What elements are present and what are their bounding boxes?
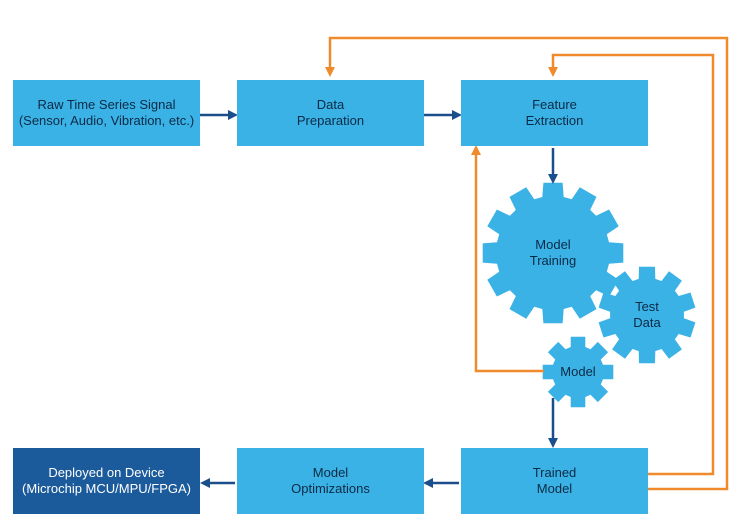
gear-test-data (598, 266, 696, 364)
raw-signal-title: Raw Time Series Signal (37, 97, 176, 112)
trained-model-line2: Model (536, 481, 573, 496)
model-optimizations-line1: Model (312, 465, 349, 480)
feature-extraction-line1: Feature (532, 97, 577, 112)
test-data-label: Test Data (633, 299, 661, 330)
gear-model (542, 336, 614, 408)
deployed-on-device-box: Deployed on Device (Microchip MCU/MPU/FP… (13, 448, 200, 514)
deployed-subtitle: (Microchip MCU/MPU/FPGA) (21, 481, 191, 496)
raw-signal-box: Raw Time Series Signal (Sensor, Audio, V… (13, 80, 200, 146)
data-preparation-box: Data Preparation (237, 80, 424, 146)
feature-extraction-box: Feature Extraction (461, 80, 648, 146)
trained-model-box: Trained Model (461, 448, 648, 514)
feedback-trained-to-feature (548, 53, 715, 476)
feedback-trained-to-prep (325, 36, 729, 491)
model-optimizations-box: Model Optimizations (237, 448, 424, 514)
raw-signal-subtitle: (Sensor, Audio, Vibration, etc.) (18, 113, 195, 128)
feedback-model-to-feature (471, 145, 544, 373)
model-training-label: Model Training (529, 237, 577, 268)
trained-model-line1: Trained (532, 465, 577, 480)
feature-extraction-line2: Extraction (525, 113, 584, 128)
data-preparation-line1: Data (316, 97, 345, 112)
deployed-title: Deployed on Device (48, 465, 165, 480)
gear-model-training (482, 182, 624, 324)
data-preparation-line2: Preparation (296, 113, 365, 128)
model-optimizations-line2: Optimizations (291, 481, 370, 496)
model-gear-label: Model (560, 364, 596, 379)
